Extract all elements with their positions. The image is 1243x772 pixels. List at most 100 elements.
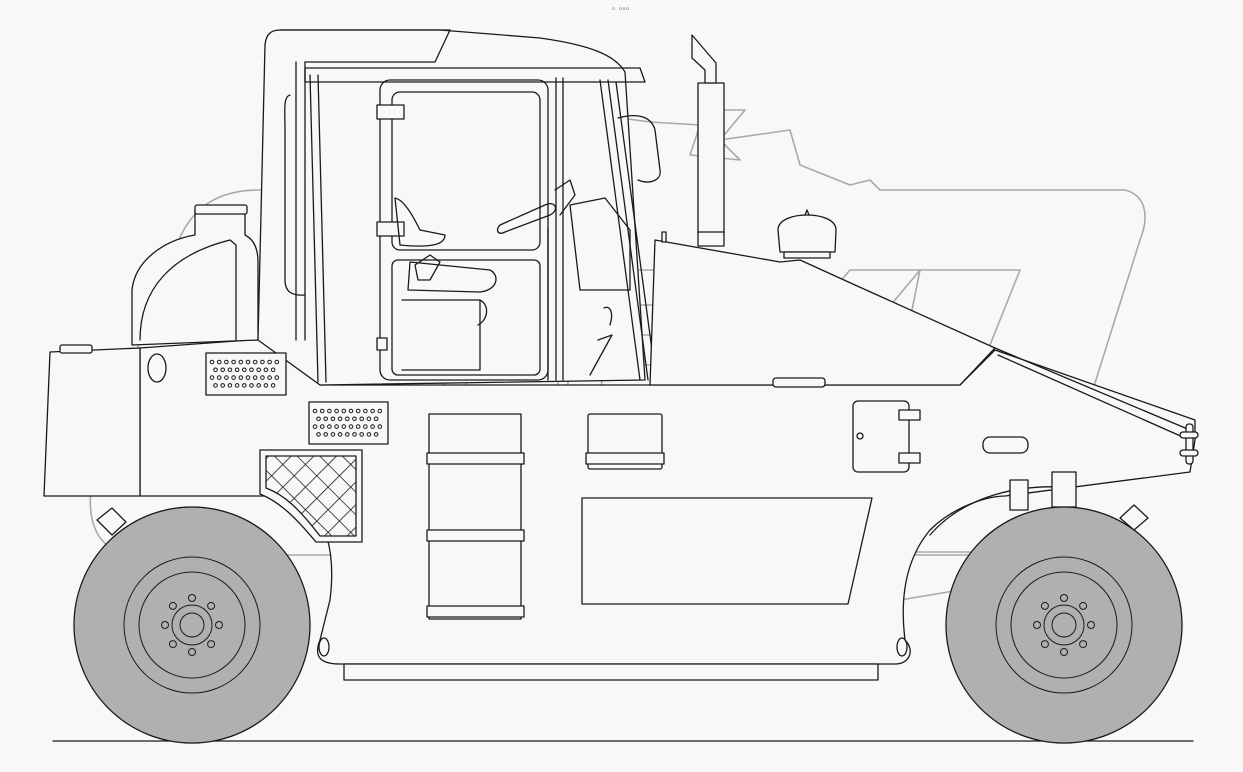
vent-hole [227, 383, 233, 388]
vent-hole [334, 424, 339, 429]
rear-counterweight [43, 347, 141, 497]
bolt-hole [188, 648, 196, 656]
door-latch [376, 337, 388, 351]
bolt-hole [188, 594, 196, 602]
bolt-hole [215, 621, 223, 629]
exhaust-tip [691, 34, 717, 84]
bolt-hole [1033, 621, 1041, 629]
vent-grille-upper [205, 352, 287, 396]
front-tow-hitch [1179, 423, 1199, 465]
bolt-hole [168, 601, 177, 610]
exhaust-stack [691, 34, 725, 247]
vent-hole [256, 367, 262, 373]
front-light [982, 436, 1029, 454]
exhaust-clamp [697, 231, 725, 247]
vent-hole [319, 408, 325, 414]
vent-hole [220, 383, 225, 388]
vent-hole [245, 375, 251, 380]
door-window-upper [391, 91, 541, 251]
seat-cushion [407, 261, 497, 293]
vent-hole [373, 416, 379, 422]
vent-hole [213, 383, 218, 388]
pedal [603, 306, 613, 326]
cab-roof-panel [279, 29, 451, 63]
cab-pillar-rear [295, 61, 327, 383]
steering-wheel [496, 203, 557, 234]
vent-hole [274, 375, 280, 380]
vent-hole [216, 375, 222, 380]
battery-box [585, 413, 665, 470]
air-cleaner [777, 214, 837, 253]
chassis-skirt [343, 663, 879, 681]
operator-station [394, 179, 631, 376]
vent-hole [260, 359, 265, 365]
vent-hole [363, 424, 368, 429]
vent-hole [224, 359, 229, 365]
vent-hole [224, 375, 229, 380]
vent-hole [366, 416, 372, 422]
lift-eye-rear [318, 637, 330, 657]
rear-light [147, 353, 167, 383]
muffler [697, 82, 725, 234]
vent-hole [227, 367, 233, 373]
vent-hole [216, 359, 222, 365]
bolt-hole [1040, 601, 1049, 610]
access-door [852, 400, 921, 473]
vent-hole [234, 383, 240, 388]
vent-hole [359, 432, 365, 437]
fuel-tank-contour [139, 239, 237, 341]
rear-scraper [96, 507, 127, 536]
vent-hole [319, 424, 325, 429]
front-wheel-arch [929, 486, 1061, 536]
vent-hole [366, 432, 372, 437]
vent-hole [337, 416, 343, 422]
vent-hole [327, 408, 332, 414]
vent-hole [270, 367, 276, 373]
bolt-hole [1079, 640, 1088, 649]
front-wheel [945, 506, 1183, 744]
front-strut-right [1051, 471, 1077, 508]
vent-hole [316, 416, 321, 422]
vent-hole [234, 367, 240, 373]
chassis [139, 339, 1196, 681]
vent-hole [316, 432, 321, 437]
vent-hole [220, 367, 225, 373]
vent-hole [370, 424, 375, 429]
seat-back [394, 197, 446, 247]
vent-hole [242, 383, 247, 388]
bolt-hole [168, 640, 177, 649]
lift-eye-front [896, 637, 908, 657]
bolt-hole [1079, 601, 1088, 610]
vent-hole [348, 408, 354, 414]
door-window-lower [391, 259, 541, 376]
vent-hole [209, 375, 215, 380]
bolt-hole [1040, 640, 1049, 649]
vent-hole [267, 375, 272, 380]
vent-hole [312, 424, 318, 429]
vent-hole [252, 375, 258, 380]
vent-hole [263, 367, 269, 373]
vent-hole [238, 375, 244, 380]
fuel-tank-cap [194, 204, 248, 215]
cab [257, 29, 661, 386]
vent-hole [249, 367, 254, 373]
air-cleaner-base [783, 251, 831, 259]
vent-hole [245, 359, 251, 365]
air-cleaner-cap [804, 209, 810, 216]
vent-hole [231, 359, 236, 365]
vent-hole [370, 408, 375, 414]
vent-hole [249, 383, 254, 388]
engine-hood [649, 239, 996, 386]
vent-hole [267, 359, 272, 365]
hood-front-edge [994, 347, 1191, 431]
vent-hole [355, 424, 361, 429]
armrest [414, 254, 441, 281]
vent-hole [352, 432, 357, 437]
vent-hole [345, 416, 350, 422]
vent-hole [263, 383, 269, 388]
vent-hole [341, 408, 347, 414]
rear-wheel [73, 506, 311, 744]
vent-hole [348, 424, 354, 429]
